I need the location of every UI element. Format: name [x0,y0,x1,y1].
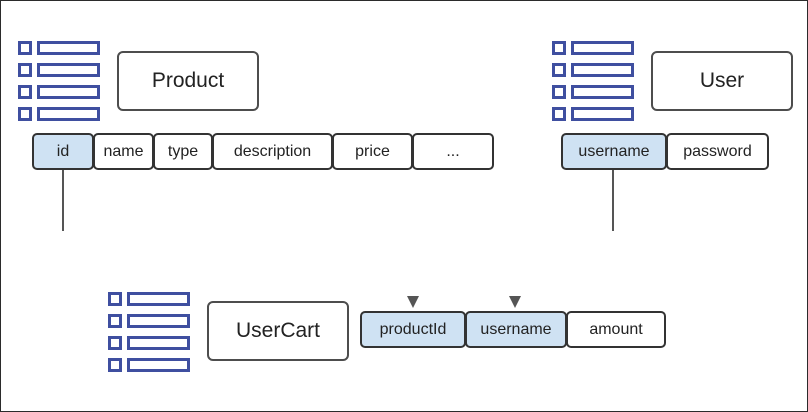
usercart-field-username: username [465,311,567,348]
product-field-type: type [153,133,213,170]
product-field-description: description [212,133,333,170]
usercart-table-icon [108,292,190,372]
user-field-password: password [666,133,769,170]
arrowhead-username [509,296,521,308]
arrowhead-productid [407,296,419,308]
product-field-name: name [93,133,154,170]
product-field-price: price [332,133,413,170]
user-field-username: username [561,133,667,170]
user-entity-name: User [651,51,793,111]
product-table-icon [18,41,100,121]
usercart-field-productid: productId [360,311,466,348]
usercart-entity-name: UserCart [207,301,349,361]
product-entity-name: Product [117,51,259,111]
product-field-more: ... [412,133,494,170]
usercart-field-amount: amount [566,311,666,348]
user-table-icon [552,41,634,121]
product-field-id: id [32,133,94,170]
